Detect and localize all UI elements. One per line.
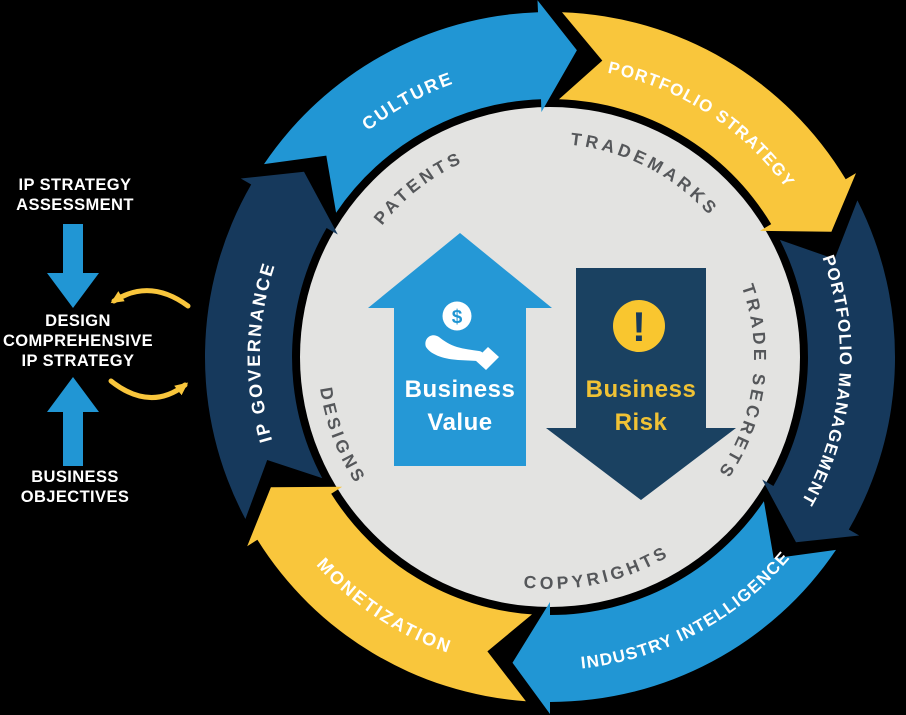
dollar-sign: $: [452, 307, 463, 328]
cycle-arrows-icon: [108, 288, 191, 400]
hand-shape: [425, 335, 484, 361]
cycle-arrow-top-icon: [110, 288, 191, 309]
hand-cuff-shape: [475, 347, 499, 370]
segment-culture: [264, 0, 577, 213]
exclamation-icon: !: [613, 300, 665, 352]
business-risk-arrow: ! Business Risk: [546, 268, 736, 500]
up-arrow-shape: [47, 377, 99, 466]
label-ip-strategy-assessment: IP STRATEGY ASSESSMENT: [16, 176, 134, 214]
segment-portfolio-strategy: [559, 12, 856, 232]
business-risk-label-line1: Business: [586, 376, 697, 403]
down-arrow-shape: [47, 224, 99, 308]
label-business-objectives: BUSINESS OBJECTIVES: [20, 468, 130, 506]
exclamation-mark: !: [632, 303, 646, 350]
business-value-label-line1: Business: [405, 376, 516, 403]
flow-arrow-down-icon: [47, 224, 99, 308]
segment-industry-intelligence: [512, 501, 836, 714]
flow-arrow-up-icon: [47, 377, 99, 466]
business-value-label-line2: Value: [427, 409, 492, 436]
exclamation-circle: [613, 300, 665, 352]
segment-portfolio-management: [762, 200, 896, 543]
business-risk-label-line2: Risk: [615, 409, 668, 436]
coin-circle: [442, 301, 472, 331]
label-design-comprehensive-ip-strategy: DESIGN COMPREHENSIVE IP STRATEGY: [2, 312, 154, 370]
inner-disc: [300, 107, 800, 607]
ring-segments: [204, 0, 896, 714]
business-value-arrow: $ Business Value: [368, 233, 552, 466]
segment-ip-governance: [204, 171, 338, 519]
hand-coin-icon: $: [425, 301, 499, 370]
risk-arrow-shape: [546, 268, 736, 500]
cycle-arrow-bottom-icon: [108, 378, 189, 400]
segment-monetization: [247, 486, 532, 702]
